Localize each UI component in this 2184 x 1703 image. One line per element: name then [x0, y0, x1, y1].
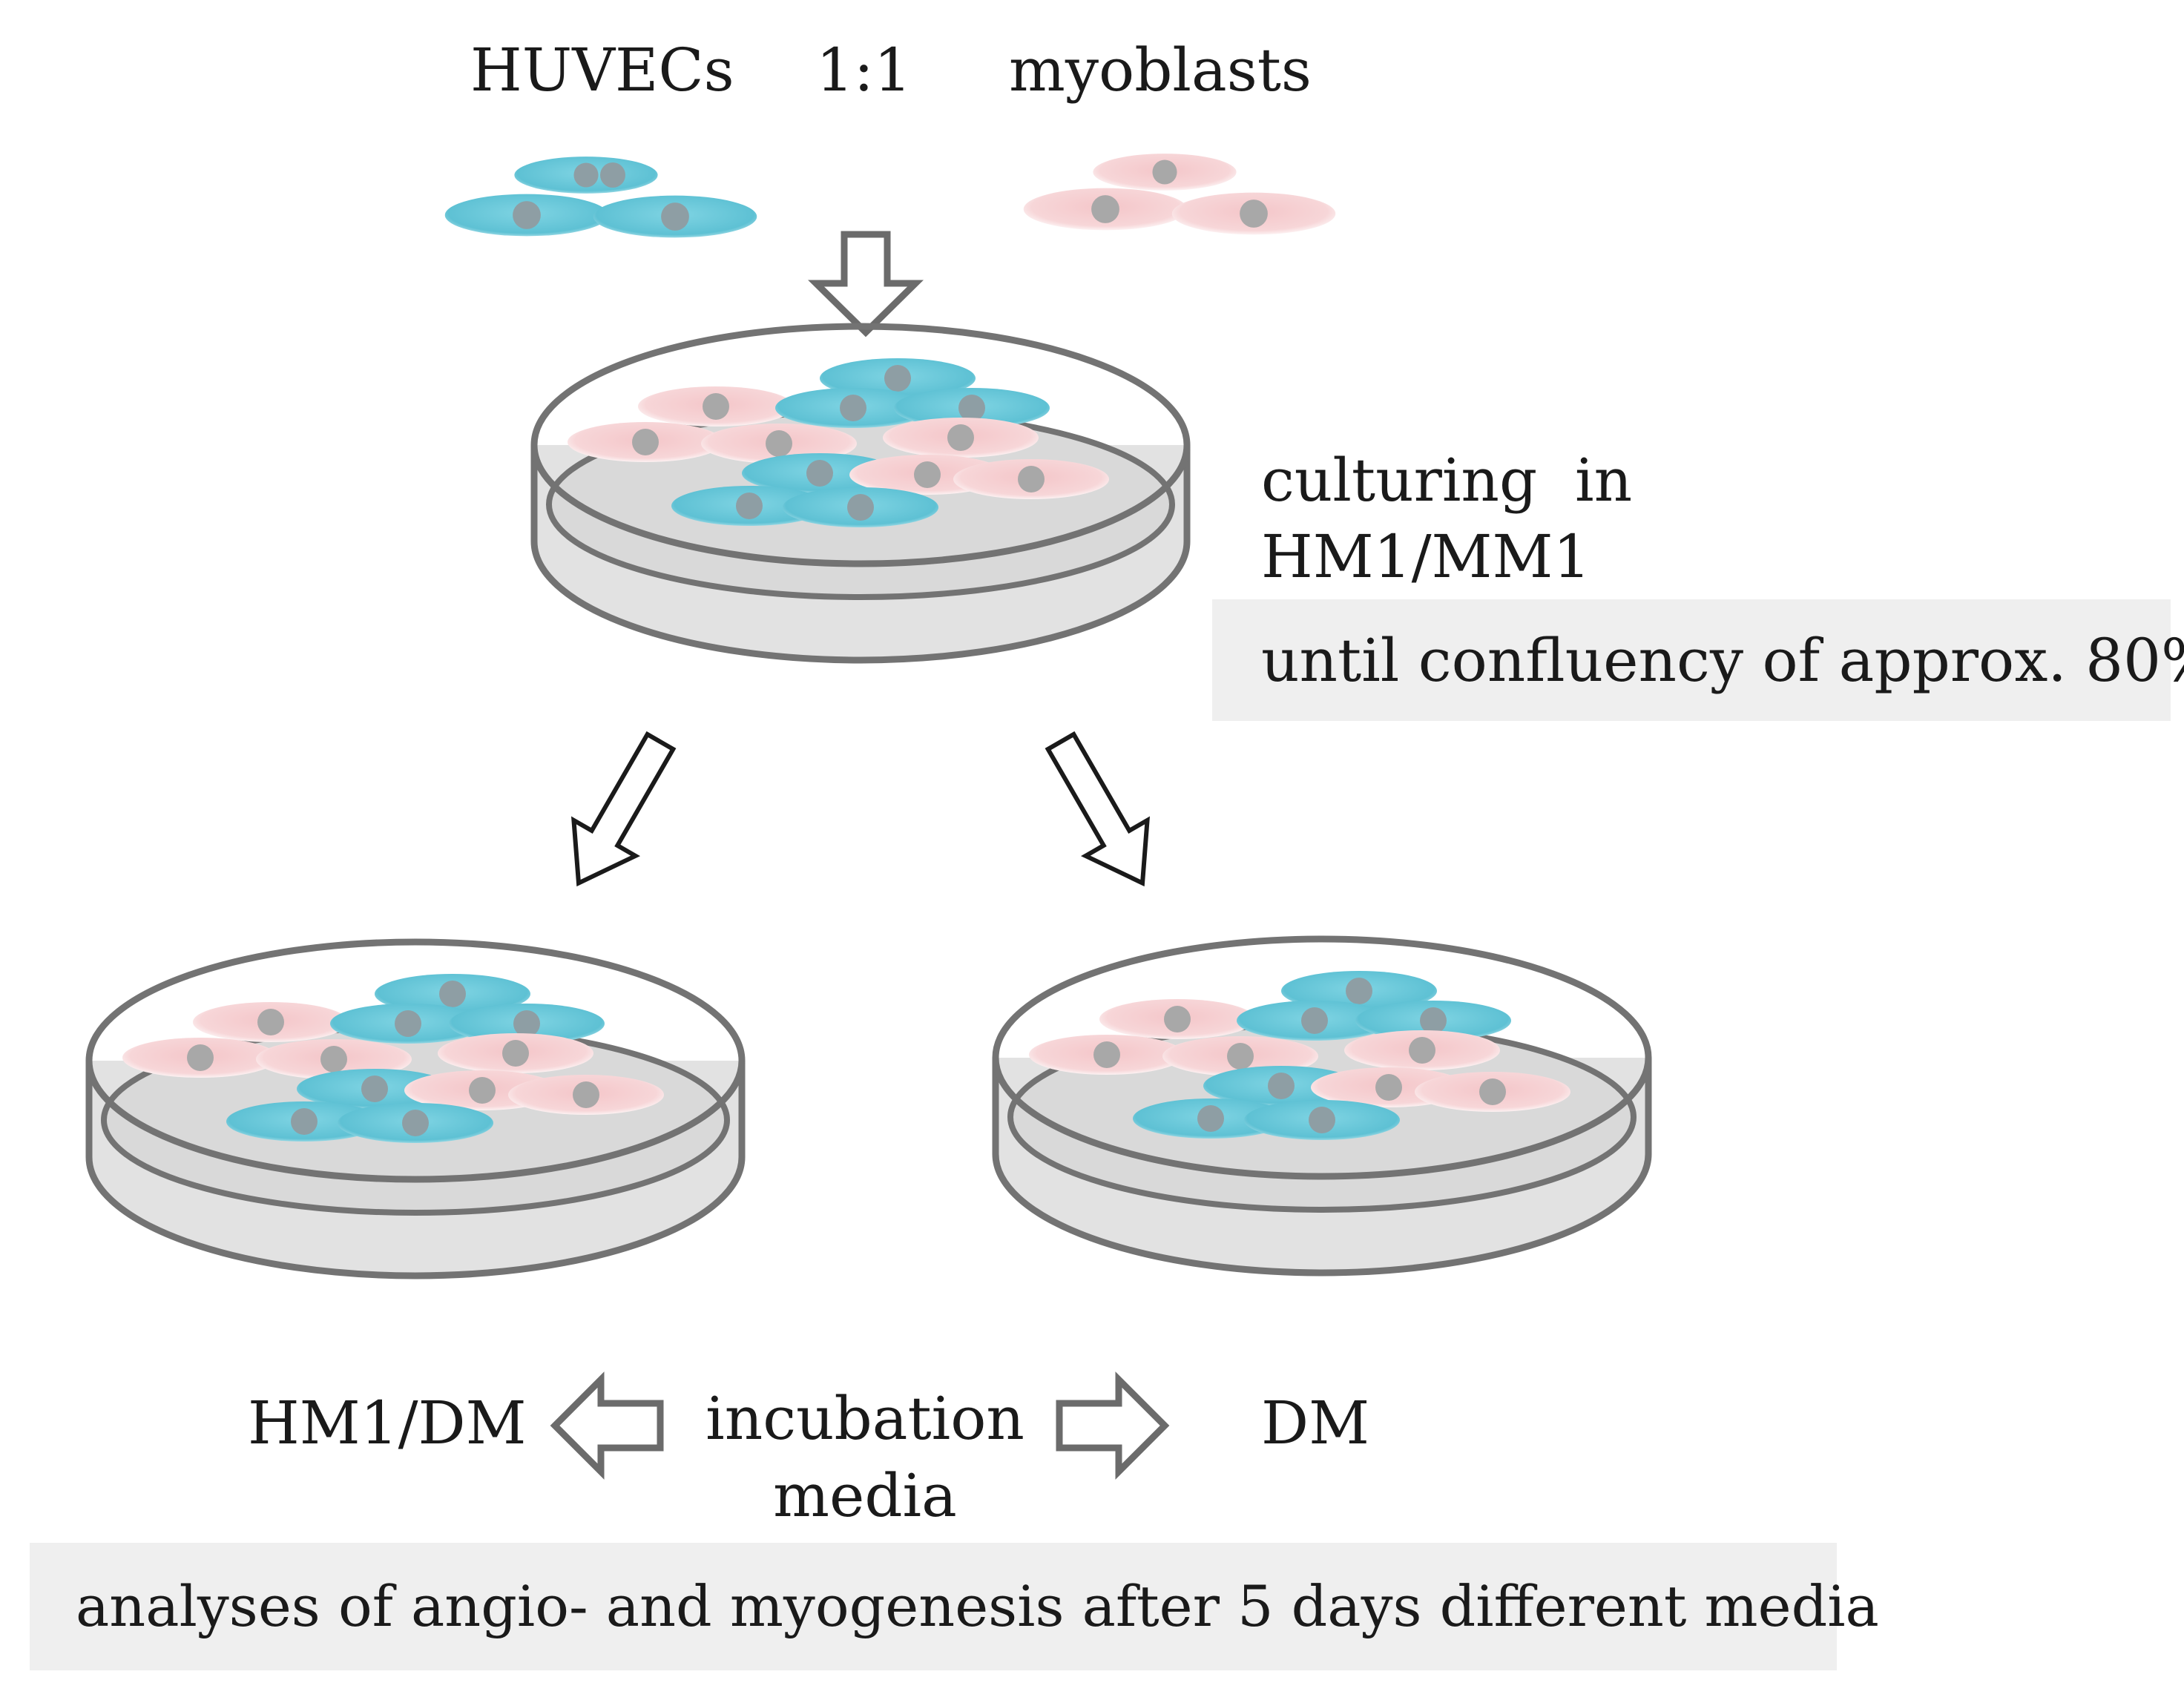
culturing-label: culturing in: [1261, 446, 1632, 515]
split-arrow-right-icon: [1045, 731, 1151, 887]
left-arrow-icon: [550, 1371, 664, 1480]
incubation-media-label: media: [773, 1461, 957, 1530]
huvec-cell-cluster: [444, 157, 757, 238]
right-arrow-icon: [1056, 1371, 1170, 1480]
split-arrow-left-icon: [570, 731, 677, 887]
confluency-label: until confluency of approx. 80%: [1261, 626, 2184, 695]
top-petri-dish: [534, 326, 1187, 660]
right-medium-label: DM: [1261, 1389, 1369, 1457]
huvecs-label: HUVECs: [470, 36, 734, 105]
culturing-medium-label: HM1/MM1: [1261, 522, 1591, 591]
analysis-label: analyses of angio- and myogenesis after …: [76, 1573, 1879, 1639]
analysis-box: [30, 1543, 1837, 1670]
incubation-label: incubation: [705, 1384, 1024, 1453]
bottom-right-petri-dish: [996, 939, 1648, 1273]
ratio-label: 1:1: [816, 36, 912, 105]
myoblast-cell-cluster: [1023, 154, 1336, 235]
left-medium-label: HM1/DM: [248, 1389, 527, 1457]
confluency-box: [1212, 599, 2171, 721]
myoblasts-label: myoblasts: [1009, 36, 1312, 105]
bottom-left-petri-dish: [89, 942, 742, 1276]
down-arrow-icon: [808, 231, 924, 337]
